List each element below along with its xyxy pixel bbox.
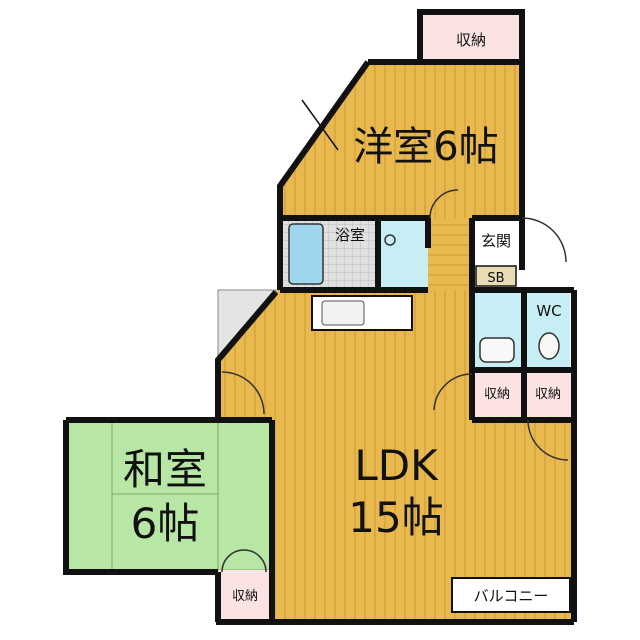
- storage-top-label: 収納: [456, 31, 486, 49]
- ldk-room: [218, 290, 572, 620]
- hallway: [428, 218, 472, 290]
- storage-center-left-label: 収納: [484, 387, 510, 402]
- storage-center-left: [472, 372, 522, 418]
- storage-bottom: [218, 570, 272, 620]
- balcony-box: [451, 577, 571, 613]
- bathtub-icon: [288, 223, 324, 285]
- western-room-label: 洋室6帖: [353, 124, 498, 170]
- bath-label: 浴室: [335, 226, 365, 244]
- western-room: [280, 62, 520, 218]
- entrance-label: 玄関: [481, 232, 511, 250]
- walls: [63, 9, 577, 625]
- japanese-room-label-1: 和室: [123, 445, 207, 494]
- door-swings: [221, 189, 569, 573]
- toilet-icon: [538, 332, 560, 360]
- storage-top: [420, 12, 520, 62]
- balcony-label: バルコニー: [474, 587, 549, 605]
- sink-icon: [321, 300, 365, 326]
- shoe-box: [475, 265, 517, 287]
- storage-center-right: [524, 372, 572, 418]
- wc-room: [526, 290, 570, 370]
- storage-bottom-label: 収納: [232, 589, 258, 604]
- storage-center-right-label: 収納: [535, 387, 561, 402]
- entrance: [472, 218, 520, 287]
- washroom: [472, 290, 522, 370]
- washbasin-icon: [479, 337, 515, 363]
- ldk-label-1: LDK: [354, 441, 439, 490]
- bath-area: [282, 218, 428, 290]
- ldk-label-2: 15帖: [348, 493, 443, 542]
- drain-icon: [384, 234, 396, 246]
- shoe-box-label: SB: [487, 271, 504, 286]
- windows: [110, 99, 436, 621]
- japanese-room-label-2: 6帖: [131, 499, 200, 548]
- wc-label: WC: [536, 302, 561, 320]
